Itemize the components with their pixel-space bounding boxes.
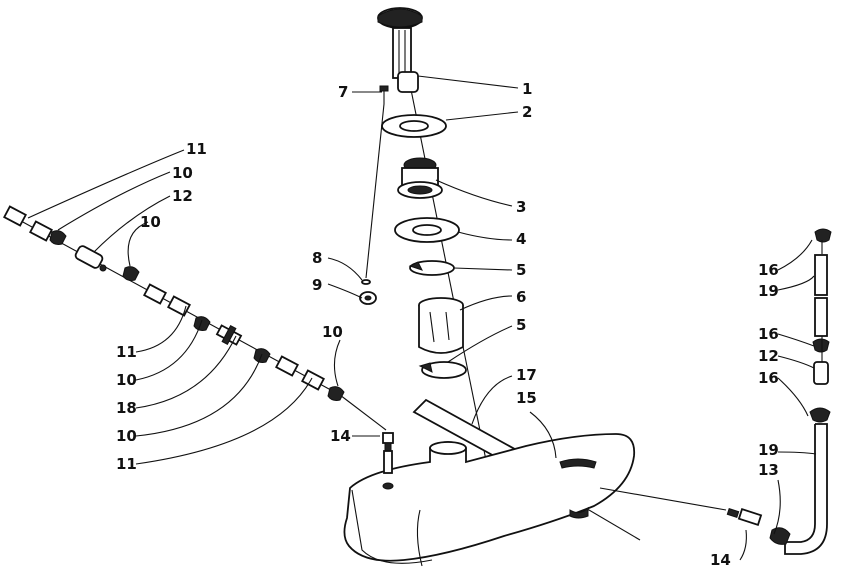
part-gasket-ring <box>381 114 447 138</box>
part-filter-left <box>74 245 107 272</box>
part-hose-5 <box>275 355 299 377</box>
part-fuel-line-right <box>769 228 832 555</box>
callout-10-top-b: 10 <box>140 213 161 231</box>
part-fuel-tank <box>343 433 636 567</box>
callout-11-mid: 11 <box>116 343 137 361</box>
part-filler-cap <box>377 7 423 93</box>
part-fitting-right <box>726 507 763 526</box>
callout-7: 7 <box>338 83 348 101</box>
left-to-fitting-line <box>339 394 387 431</box>
callout-14-right: 14 <box>710 551 731 569</box>
callout-13: 13 <box>758 461 779 479</box>
callout-16-low: 16 <box>758 369 779 387</box>
part-hose-6 <box>301 369 325 391</box>
callout-10-tank: 10 <box>322 323 343 341</box>
callout-2: 2 <box>522 103 532 121</box>
callout-10-top-a: 10 <box>172 164 193 182</box>
part-fitting-left <box>382 432 394 474</box>
part-tee-connector <box>215 324 243 346</box>
screw-guide-line <box>365 103 385 279</box>
part-screw <box>379 85 389 104</box>
part-clamp-5 <box>327 386 345 401</box>
right-to-tank-line <box>599 487 727 511</box>
part-threaded-neck <box>397 157 443 199</box>
callout-14-left: 14 <box>330 427 351 445</box>
callout-4: 4 <box>516 230 526 248</box>
callout-17: 17 <box>516 366 537 384</box>
callout-6: 6 <box>516 288 526 306</box>
callout-3: 3 <box>516 198 526 216</box>
part-hose-clamp-lower <box>418 361 467 379</box>
callout-10-low: 10 <box>116 427 137 445</box>
callout-15: 15 <box>516 389 537 407</box>
callout-11-top: 11 <box>186 140 207 158</box>
callout-5-lower: 5 <box>516 316 526 334</box>
callout-19-low: 19 <box>758 441 779 459</box>
callout-11-low: 11 <box>116 455 137 473</box>
callout-10-mid: 10 <box>116 371 137 389</box>
callout-16-top: 16 <box>758 261 779 279</box>
part-rubber-sleeve <box>418 297 464 354</box>
part-hose-2 <box>29 220 53 242</box>
part-hose-4 <box>167 295 191 317</box>
part-clamp-3 <box>193 316 211 331</box>
part-hose-clamp-upper <box>408 260 455 276</box>
callout-8: 8 <box>312 249 322 267</box>
part-clamp-2 <box>122 266 140 281</box>
part-flange-plate <box>394 217 460 243</box>
callout-12-right: 12 <box>758 347 779 365</box>
part-hose-1 <box>3 205 27 227</box>
callout-18: 18 <box>116 399 137 417</box>
callout-16-mid: 16 <box>758 325 779 343</box>
callout-19-top: 19 <box>758 282 779 300</box>
part-washer <box>361 279 371 285</box>
leader-lines <box>27 75 817 561</box>
part-clamp-1 <box>49 230 67 245</box>
part-hose-3 <box>143 283 167 305</box>
part-nut <box>359 291 377 305</box>
callout-9: 9 <box>312 276 322 294</box>
callout-12-left: 12 <box>172 187 193 205</box>
callout-1: 1 <box>522 80 532 98</box>
callout-5-upper: 5 <box>516 261 526 279</box>
